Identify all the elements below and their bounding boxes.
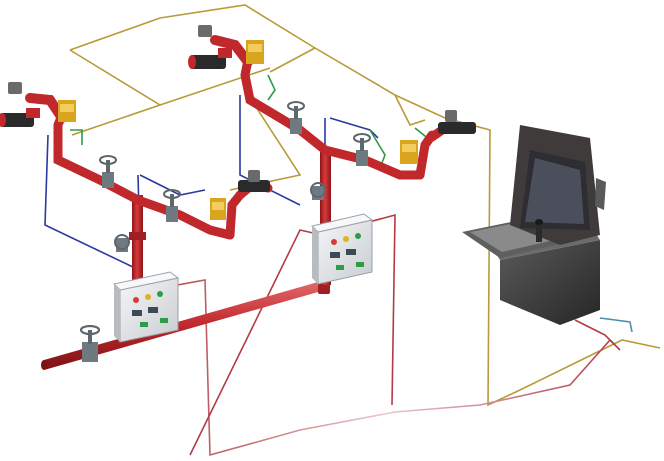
water-monitor-4 bbox=[400, 110, 476, 164]
valve-riser2-left bbox=[287, 101, 305, 134]
valve-riser2-main bbox=[310, 182, 326, 200]
water-monitor-1 bbox=[0, 82, 76, 127]
valve-riser1-main bbox=[114, 234, 130, 252]
valve-riser2-right bbox=[353, 133, 371, 166]
water-monitor-2 bbox=[188, 25, 264, 69]
operator-console bbox=[462, 125, 606, 325]
water-monitor-3 bbox=[210, 170, 273, 220]
local-control-panel-2 bbox=[311, 213, 374, 285]
valve-riser1-right bbox=[163, 189, 181, 222]
branch-valves bbox=[99, 101, 371, 252]
local-control-panel-1 bbox=[112, 271, 180, 343]
header-isolation-valve bbox=[79, 324, 101, 362]
riser-2 bbox=[240, 55, 437, 293]
valve-riser1-left bbox=[99, 155, 117, 188]
